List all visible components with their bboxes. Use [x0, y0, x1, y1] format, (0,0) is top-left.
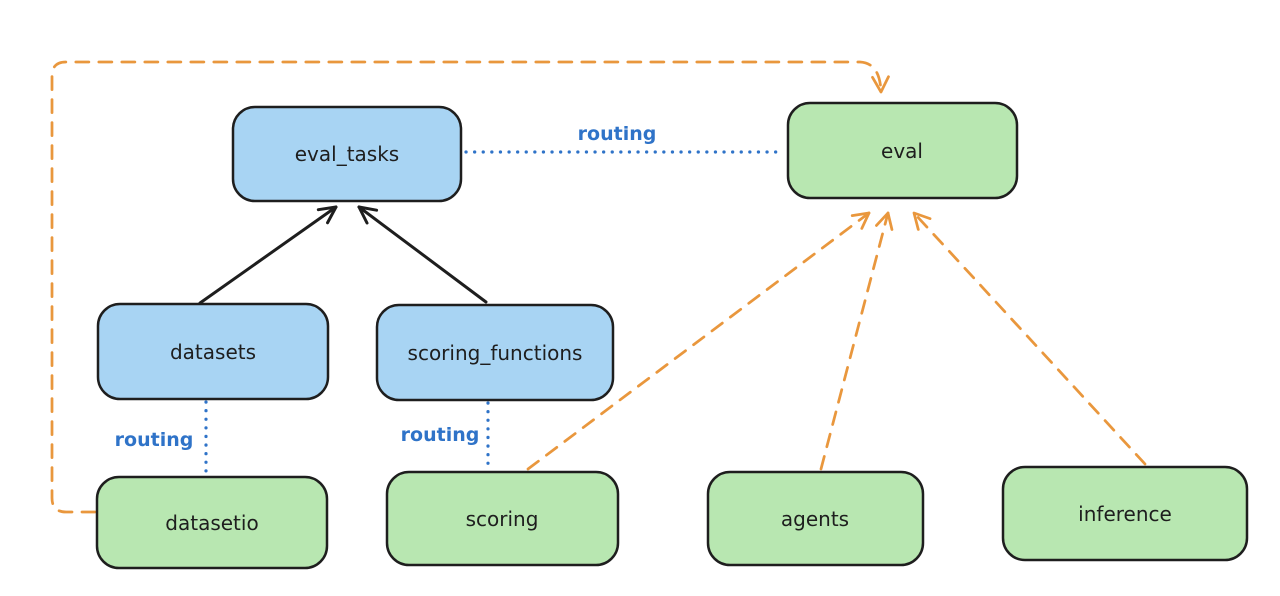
routing-label-top: routing	[578, 123, 657, 145]
node-datasetio: datasetio	[95, 475, 329, 570]
eval-tasks-label: eval_tasks	[295, 142, 399, 166]
node-inference: inference	[1001, 465, 1249, 562]
scoring-label: scoring	[466, 507, 539, 531]
edge-datasetio-to-eval	[50, 60, 890, 514]
edge-datasets-to-eval-tasks	[198, 205, 338, 305]
eval-tasks-box	[231, 105, 463, 203]
edge-scoring-to-eval	[526, 211, 871, 471]
eval-box	[786, 101, 1019, 200]
edge-scoring-functions-to-eval-tasks	[357, 205, 488, 304]
eval-label: eval	[881, 139, 923, 163]
datasets-label: datasets	[170, 340, 256, 364]
node-scoring-functions: scoring_functions	[375, 303, 615, 402]
edge-inference-to-eval	[912, 211, 1147, 466]
node-agents: agents	[706, 470, 925, 567]
agents-label: agents	[781, 507, 849, 531]
node-datasets: datasets	[96, 302, 330, 401]
inference-box	[1001, 465, 1249, 562]
datasets-box	[96, 302, 330, 401]
scoring-functions-label: scoring_functions	[408, 341, 583, 365]
edge-agents-to-eval	[819, 211, 894, 471]
node-scoring: scoring	[385, 470, 620, 567]
routing-label-scoring: routing	[401, 424, 480, 446]
datasetio-label: datasetio	[165, 511, 258, 535]
inference-label: inference	[1078, 502, 1172, 526]
scoring-functions-box	[375, 303, 615, 402]
agents-box	[706, 470, 925, 567]
routing-label-datasetio: routing	[115, 429, 194, 451]
scoring-box	[385, 470, 620, 567]
node-eval: eval	[786, 101, 1019, 200]
datasetio-box	[95, 475, 329, 570]
node-eval-tasks: eval_tasks	[231, 105, 463, 203]
